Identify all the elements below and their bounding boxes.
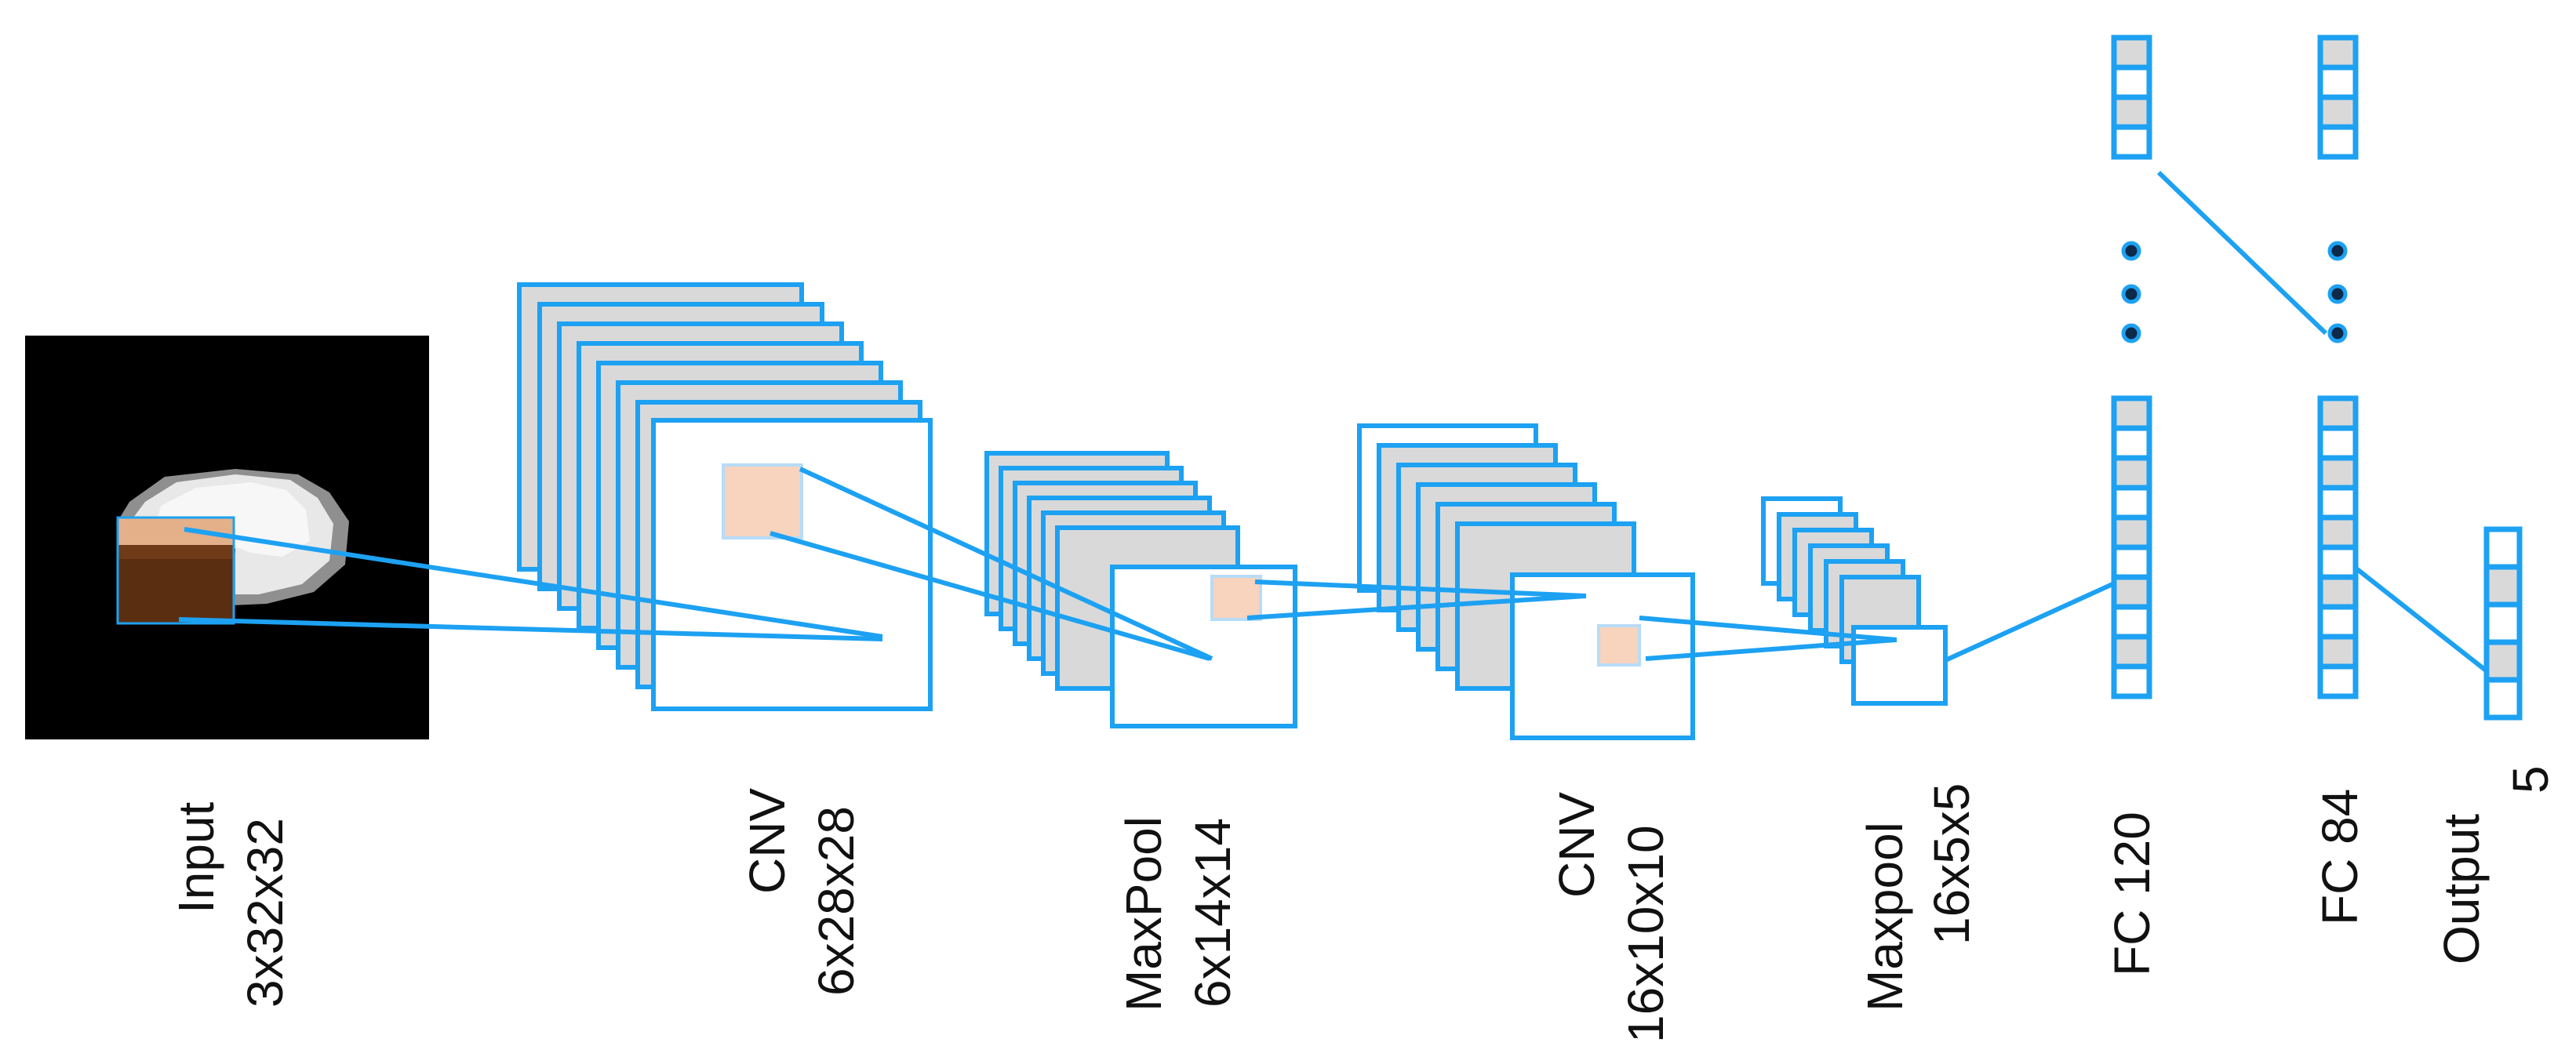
connection-lines — [178, 170, 2494, 678]
input-image — [25, 336, 429, 739]
conv1-kernel-patch — [722, 463, 803, 539]
fc120-label: FC 120 — [2104, 812, 2160, 976]
output-shape-label: 5 — [2502, 765, 2559, 794]
output-label: Output — [2433, 814, 2490, 964]
fc84-label: FC 84 — [2312, 789, 2368, 925]
pool1-label: MaxPool — [1115, 816, 1172, 1012]
conv2-label: CNV — [1548, 792, 1605, 898]
pool2-shape-label: 16x5x5 — [1923, 783, 1980, 945]
conv1-label: CNV — [739, 788, 795, 894]
pool1-feature-maps — [984, 451, 1297, 728]
fc84-vector — [2317, 35, 2359, 699]
input-shape-label: 3x32x32 — [237, 818, 293, 1008]
output-vector — [2483, 526, 2523, 721]
conv2-shape-label: 16x10x10 — [1617, 825, 1674, 1043]
conv2-kernel-patch — [1597, 624, 1641, 667]
fc120-vector — [2111, 35, 2152, 699]
input-label: Input — [168, 801, 224, 914]
pool2-feature-maps — [1761, 496, 1948, 706]
conv2-feature-maps — [1357, 423, 1695, 740]
pool1-shape-label: 6x14x14 — [1184, 818, 1241, 1008]
conv1-shape-label: 6x28x28 — [808, 806, 864, 996]
pool1-kernel-patch — [1210, 575, 1262, 621]
pool2-label: Maxpool — [1857, 822, 1913, 1012]
